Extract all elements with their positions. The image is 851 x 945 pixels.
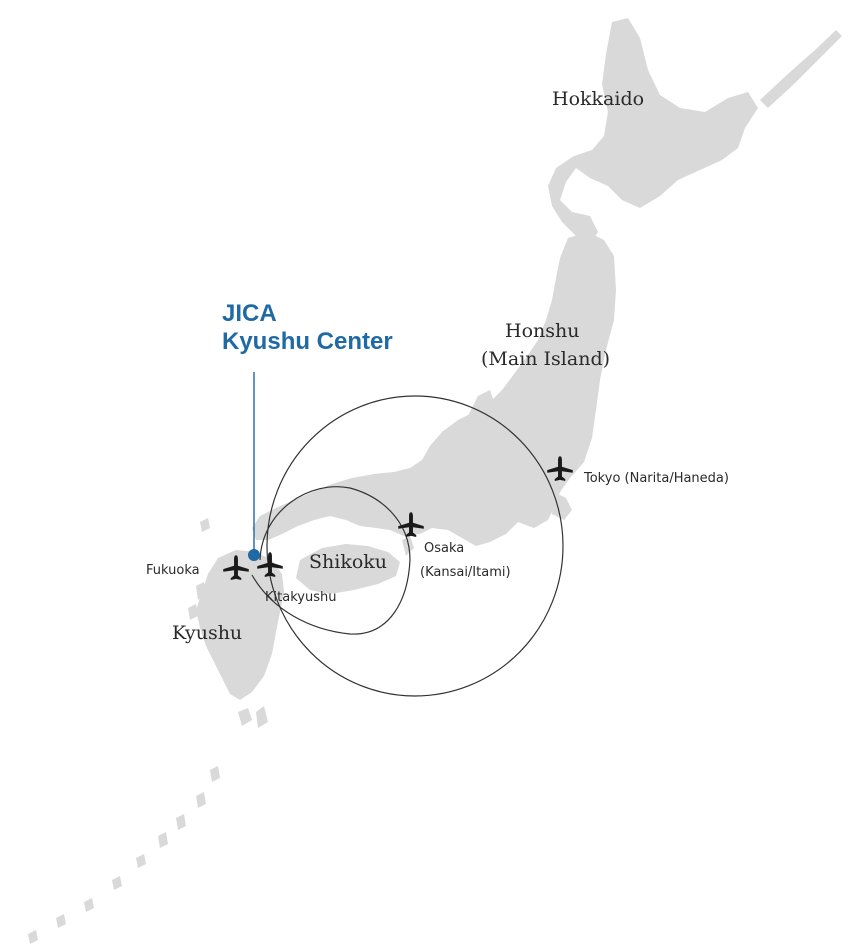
label-fukuoka-airport: Fukuoka — [146, 563, 200, 578]
route-fukuoka-osaka — [251, 486, 411, 635]
flight-routes — [251, 395, 564, 697]
route-fukuoka-tokyo — [266, 395, 564, 697]
jica-location-dot — [248, 549, 260, 561]
kyushu-island — [196, 550, 284, 700]
nansei-islands — [28, 766, 220, 944]
label-kitakyushu-airport: Kitakyushu — [265, 590, 337, 605]
noto-peninsula — [468, 390, 494, 416]
label-osaka-airport-sub: (Kansai/Itami) — [420, 565, 511, 580]
osumi-islands — [238, 706, 268, 728]
jica-label: JICA Kyushu Center — [222, 300, 393, 356]
label-kyushu: Kyushu — [172, 622, 243, 644]
kuril-islands — [760, 30, 842, 108]
honshu-island — [252, 232, 616, 546]
label-honshu-sub: (Main Island) — [481, 348, 611, 370]
label-honshu: Honshu — [505, 320, 580, 342]
landmass — [28, 18, 842, 944]
kanto-coast — [552, 492, 572, 520]
label-hokkaido: Hokkaido — [552, 88, 645, 110]
shikoku-island — [296, 544, 400, 594]
hokkaido-island — [548, 18, 758, 244]
jica-label-line1: JICA — [222, 300, 277, 327]
jica-label-line2: Kyushu Center — [222, 328, 393, 355]
label-osaka-airport: Osaka — [424, 541, 465, 556]
awaji-island — [402, 536, 414, 556]
label-shikoku: Shikoku — [309, 551, 388, 573]
label-tokyo-airport: Tokyo (Narita/Haneda) — [584, 471, 729, 486]
goto-islands — [188, 518, 210, 620]
